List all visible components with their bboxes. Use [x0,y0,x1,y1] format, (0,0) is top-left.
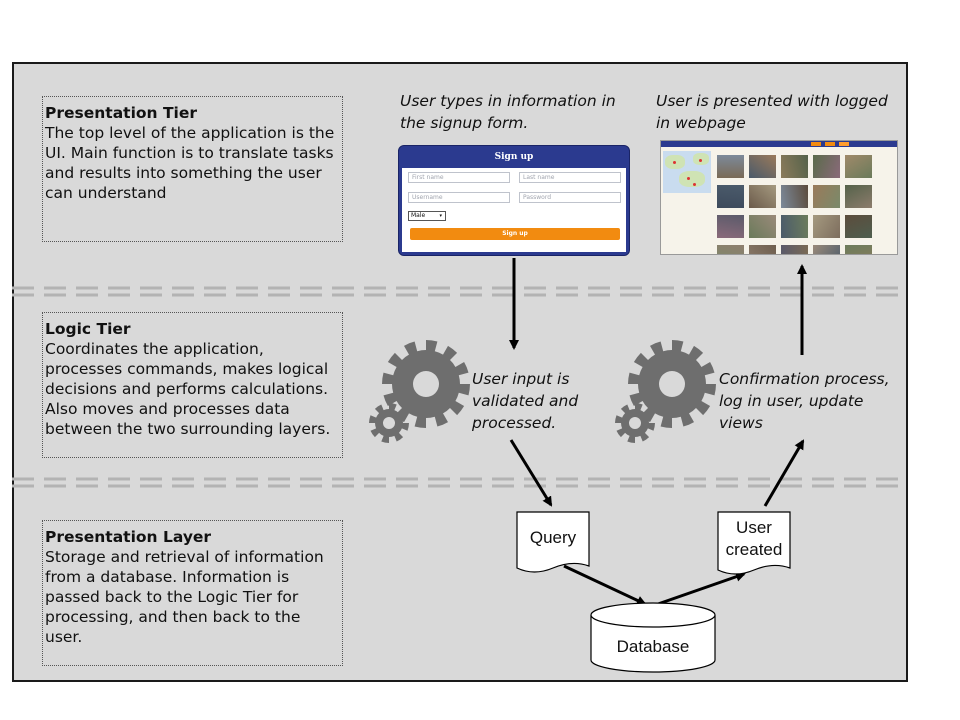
photo-thumbnail[interactable] [749,245,776,254]
photo-thumbnail[interactable] [717,185,744,208]
webpage-nav-item [825,142,835,146]
arrow-logic-to-query [509,439,553,507]
gender-select-value: Male [411,212,426,219]
data-tier-description: Storage and retrieval of information fro… [45,548,324,646]
signup-caption: User types in information in the signup … [400,92,616,132]
query-label: Query [529,528,577,547]
presentation-tier-description: The top level of the application is the … [45,124,335,202]
chevron-down-icon: ▾ [439,213,442,219]
arrow-query-to-database [563,564,647,606]
photo-thumbnail[interactable] [717,155,744,178]
data-tier-title: Presentation Layer [45,528,212,546]
tier-separator-top [12,286,908,297]
password-field[interactable]: Password [519,192,621,203]
photo-thumbnail[interactable] [781,245,808,254]
signup-form-title: Sign up [494,152,534,162]
webpage-nav-item [811,142,821,146]
map-pin-icon [687,177,690,180]
webpage-map [663,151,711,193]
photo-thumbnail[interactable] [813,155,840,178]
photo-thumbnail[interactable] [813,185,840,208]
photo-thumbnail[interactable] [781,185,808,208]
map-pin-icon [673,161,676,164]
validate-caption: User input is validated and processed. [472,370,579,432]
logic-tier-title: Logic Tier [45,320,131,338]
document-icon [717,511,791,575]
database-icon [590,602,716,673]
map-land [679,171,705,187]
arrow-database-to-usercreated [657,571,746,606]
logic-tier-description: Coordinates the application, processes c… [45,340,331,438]
tier-separator-bottom [12,477,908,488]
map-pin-icon [693,183,696,186]
photo-thumbnail[interactable] [845,185,872,208]
webpage-nav-item [839,142,849,146]
gear-icon [615,403,655,443]
username-field[interactable]: Username [408,192,510,203]
gender-select[interactable]: Male ▾ [408,211,446,221]
presentation-tier-title: Presentation Tier [45,104,198,122]
photo-thumbnail[interactable] [813,215,840,238]
data-tier-box: Presentation Layer Storage and retrieval… [42,520,343,666]
gear-icon [382,340,470,428]
gear-icon [628,340,716,428]
webpage-topbar [661,141,897,147]
photo-thumbnail[interactable] [781,215,808,238]
last-name-field[interactable]: Last name [519,172,621,183]
signup-form-body: First name Last name Username Password M… [402,168,626,252]
photo-thumbnail[interactable] [749,215,776,238]
photo-thumbnail[interactable] [749,155,776,178]
signup-button[interactable]: Sign up [410,228,620,240]
confirm-caption: Confirmation process, log in user, updat… [719,370,890,432]
first-name-field[interactable]: First name [408,172,510,183]
signup-form-screenshot: Sign up First name Last name Username Pa… [398,145,630,256]
photo-thumbnail[interactable] [813,245,840,254]
photo-thumbnail[interactable] [717,245,744,254]
photo-thumbnail[interactable] [781,155,808,178]
user-created-label: User created [725,518,783,559]
document-icon [516,511,590,573]
photo-thumbnail[interactable] [845,215,872,238]
arrow-usercreated-to-logic [763,439,805,507]
webpage-caption: User is presented with logged in webpage [656,92,888,132]
presentation-tier-box: Presentation Tier The top level of the a… [42,96,343,242]
photo-thumbnail[interactable] [845,245,872,254]
map-pin-icon [699,159,702,162]
gear-icon [369,403,409,443]
database-label: Database [616,637,690,656]
logged-in-webpage-screenshot [660,140,898,255]
photo-thumbnail[interactable] [749,185,776,208]
logic-tier-box: Logic Tier Coordinates the application, … [42,312,343,458]
photo-thumbnail[interactable] [717,215,744,238]
photo-thumbnail[interactable] [845,155,872,178]
